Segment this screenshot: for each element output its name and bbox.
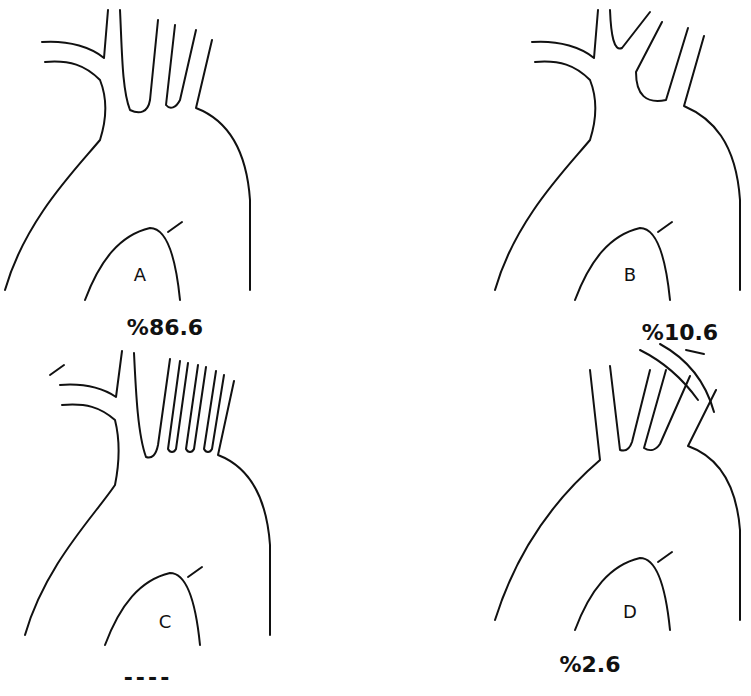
percentage-label: %2.6 — [559, 654, 620, 676]
percentage-label: %10.6 — [642, 322, 718, 344]
percentage-label: %86.6 — [127, 317, 203, 339]
panel-letter: D — [623, 603, 637, 621]
percentage-placeholder: ---- — [124, 667, 173, 689]
aortic-arch-variant — [495, 10, 740, 300]
panel-letter: B — [624, 266, 636, 284]
aortic-arch-variant — [25, 351, 270, 645]
aortic-arch-variant — [495, 344, 740, 630]
panel-letter: A — [134, 266, 146, 284]
aortic-arch-variant — [5, 10, 250, 300]
panel-letter: C — [159, 613, 172, 631]
